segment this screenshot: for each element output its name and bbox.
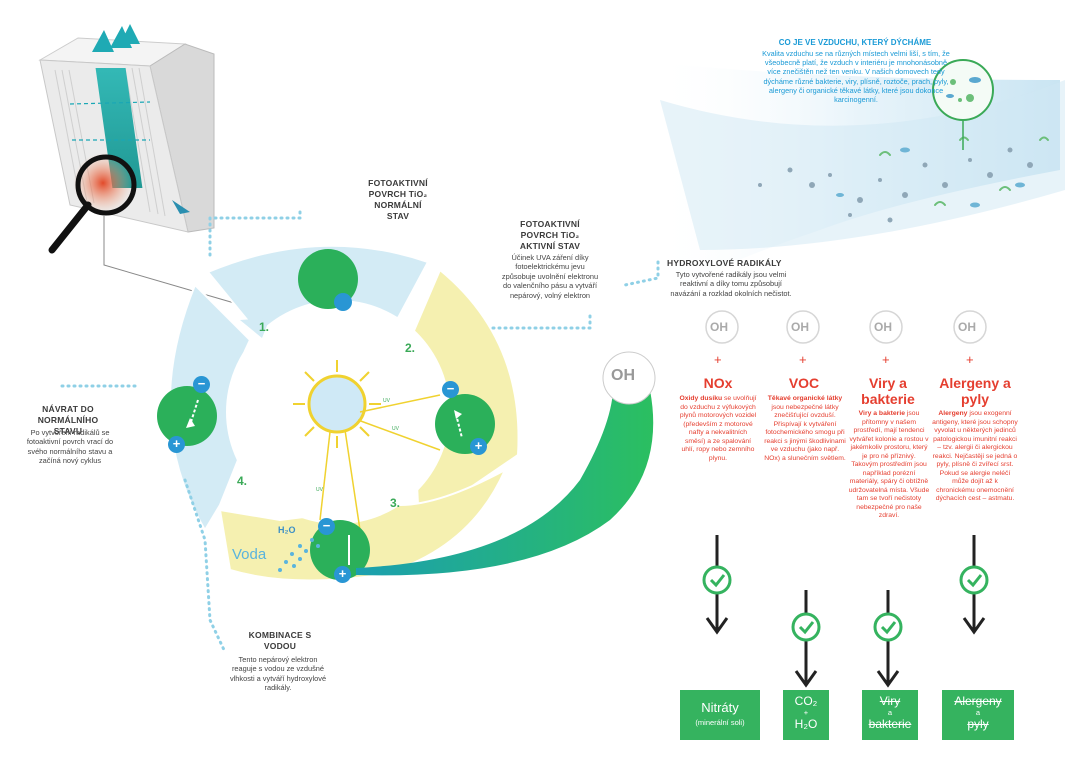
result-line1-allergens: Alergeny bbox=[954, 694, 1002, 708]
air-purifier-illustration bbox=[38, 24, 268, 315]
air-stream-illustration bbox=[650, 59, 1065, 300]
step-3-text: Tento nepárový elektron reaguje s vodou … bbox=[229, 655, 327, 693]
plus-red-2: + bbox=[799, 352, 807, 367]
result-box-co2: CO₂ + H₂O bbox=[783, 690, 829, 740]
radicals-title: HYDROXYLOVÉ RADIKÁLY bbox=[667, 258, 782, 268]
leader-dots bbox=[58, 210, 660, 654]
oh-label-4: OH bbox=[958, 320, 976, 334]
minus-sign-2: − bbox=[442, 381, 459, 398]
uv-label-2: UV bbox=[392, 426, 399, 432]
oh-circles bbox=[705, 310, 987, 344]
step-1-number: 1. bbox=[259, 320, 270, 334]
h2o-label: H₂O bbox=[278, 525, 296, 535]
result-box-viruses: Viry a bakterie bbox=[862, 690, 918, 740]
pollutant-desc-voc: jsou nebezpečné látky znečišťující ovzdu… bbox=[764, 403, 846, 462]
radicals-text: Tyto vytvořené radikály jsou velmi reakt… bbox=[670, 270, 792, 298]
pollutant-text-allergens: Alergeny jsou exogenní antigeny, které j… bbox=[932, 410, 1018, 504]
pollutant-text-voc: Těkavé organické látky jsou nebezpečné l… bbox=[764, 395, 846, 463]
result-line2-co2: H₂O bbox=[794, 717, 818, 731]
step-1-title: FOTOAKTIVNÍ POVRCH TiO₂ NORMÁLNÍ STAV bbox=[368, 178, 428, 221]
water-drops bbox=[278, 538, 320, 572]
pollutant-name-voc: VOC bbox=[788, 375, 820, 391]
plus-red-1: + bbox=[714, 352, 722, 367]
pollutant-bold-allergens: Alergeny bbox=[938, 410, 968, 417]
step-4-number: 4. bbox=[237, 474, 248, 488]
result-arrows bbox=[705, 535, 986, 688]
check-icons bbox=[702, 565, 989, 642]
plus-red-3: + bbox=[882, 352, 890, 367]
minus-sign-3: − bbox=[318, 518, 335, 535]
result-line1-co2: CO₂ bbox=[794, 694, 818, 708]
pollutant-name-nox: NOx bbox=[703, 375, 733, 391]
radical-stream bbox=[356, 351, 656, 576]
result-line2-allergens: pyly bbox=[967, 717, 989, 731]
step-2-title: FOTOAKTIVNÍ POVRCH TiO₂ AKTIVNÍ STAV bbox=[519, 219, 581, 251]
result-line2-viruses: bakterie bbox=[868, 717, 912, 731]
pollutant-desc-nox: se uvolňují do vzduchu z výfukových plyn… bbox=[679, 395, 757, 462]
plus-sign-3: + bbox=[334, 566, 351, 583]
step-3-title: KOMBINACE S VODOU bbox=[248, 630, 312, 651]
step-4-title: NÁVRAT DO NORMÁLNÍHO STAVU bbox=[37, 404, 99, 436]
result-mid-viruses: a bbox=[887, 708, 893, 717]
water-label: Voda bbox=[232, 546, 267, 563]
step-2-number: 2. bbox=[405, 341, 416, 355]
air-text: Kvalita vzduchu se na různých místech ve… bbox=[762, 49, 950, 105]
plus-sign-2: + bbox=[470, 438, 487, 455]
pollutant-text-viruses: Viry a bakterie jsou přítomny v našem pr… bbox=[848, 410, 930, 521]
plus-sign-4: + bbox=[168, 436, 185, 453]
uv-label-1: UV bbox=[383, 398, 390, 404]
pollutant-bold-voc: Těkavé organické látky bbox=[767, 395, 843, 402]
step-2-text: Účinek UVA záření díky fotoelektrickému … bbox=[501, 253, 599, 300]
step-3-number: 3. bbox=[390, 496, 401, 510]
result-line1-viruses: Viry bbox=[879, 694, 901, 708]
pollutant-text-nox: Oxidy dusíku se uvolňují do vzduchu z vý… bbox=[678, 395, 758, 463]
result-box-nitrates: Nitráty (minerální soli) bbox=[680, 690, 760, 740]
oh-big-label: OH bbox=[611, 367, 635, 384]
uv-label-3: UV bbox=[316, 487, 323, 493]
plus-red-4: + bbox=[966, 352, 974, 367]
air-title: CO JE VE VZDUCHU, KTERÝ DÝCHÁME bbox=[778, 38, 932, 47]
oh-label-1: OH bbox=[710, 320, 728, 334]
pollutant-desc-allergens: jsou exogenní antigeny, které jsou schop… bbox=[932, 410, 1018, 502]
result-line1-nitrates: Nitráty bbox=[701, 700, 739, 715]
oh-label-3: OH bbox=[874, 320, 892, 334]
pollutant-bold-nox: Oxidy dusíku bbox=[679, 395, 723, 402]
pollutant-desc-viruses: jsou přítomny v našem prostředí, mají te… bbox=[848, 410, 930, 519]
pollutant-bold-viruses: Viry a bakterie bbox=[858, 410, 905, 417]
minus-sign-4: − bbox=[193, 376, 210, 393]
result-mid-allergens: a bbox=[975, 708, 981, 717]
result-box-allergens: Alergeny a pyly bbox=[942, 690, 1014, 740]
result-mid-co2: + bbox=[803, 708, 809, 717]
result-line2-nitrates: (minerální soli) bbox=[695, 718, 745, 727]
pollutant-name-viruses: Viry a bakterie bbox=[861, 375, 915, 407]
oh-label-2: OH bbox=[791, 320, 809, 334]
step-4-text: Po vytvoření radikálů se fotoaktivní pov… bbox=[26, 428, 114, 466]
pollutant-name-allergens: Alergeny a pyly bbox=[939, 375, 1011, 407]
